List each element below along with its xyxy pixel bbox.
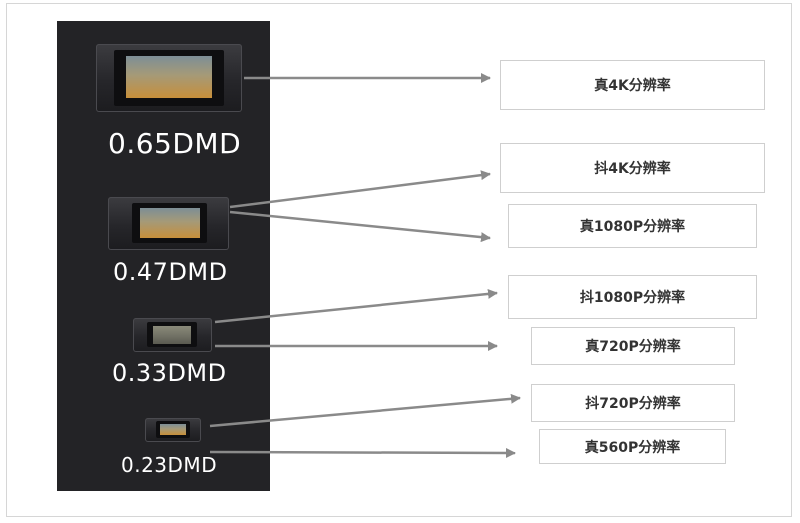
chip-023-image xyxy=(145,418,201,442)
arrow-033-shift1080p xyxy=(214,288,498,324)
arrow-023-shift720p xyxy=(209,393,521,428)
box-shift-4k: 抖4K分辨率 xyxy=(500,143,765,193)
box-true-1080p: 真1080P分辨率 xyxy=(508,204,757,248)
arrow-023-true560p xyxy=(209,447,516,458)
box-true-720p: 真720P分辨率 xyxy=(531,327,735,365)
chip-047-image xyxy=(108,197,229,250)
arrow-047-true1080p xyxy=(229,210,491,243)
chip-065-image xyxy=(96,44,242,112)
arrow-047-shift4k xyxy=(229,170,491,209)
box-true-4k: 真4K分辨率 xyxy=(500,60,765,110)
chip-033-image xyxy=(133,318,212,352)
box-true-560p: 真560P分辨率 xyxy=(539,429,726,464)
box-shift-720p: 抖720P分辨率 xyxy=(531,384,735,422)
chip-label-023: 0.23DMD xyxy=(121,453,218,477)
chip-label-033: 0.33DMD xyxy=(112,359,227,387)
box-shift-1080p: 抖1080P分辨率 xyxy=(508,275,757,319)
chip-label-065: 0.65DMD xyxy=(108,127,242,160)
chip-label-047: 0.47DMD xyxy=(113,258,228,286)
